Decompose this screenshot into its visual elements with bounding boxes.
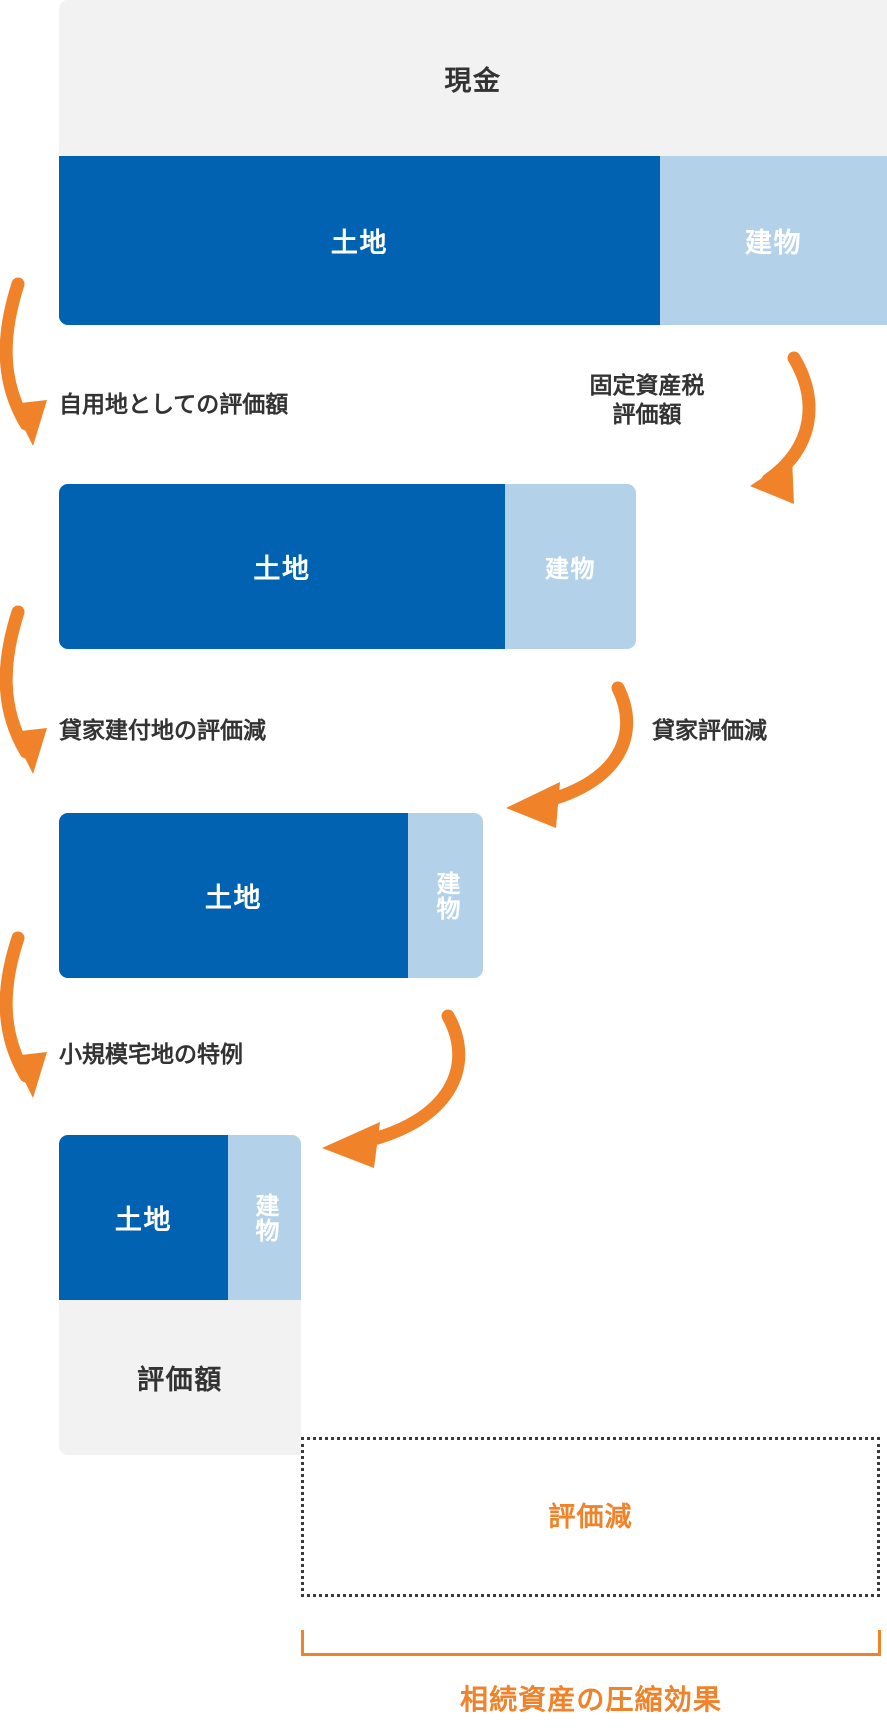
- row-small-lot-building-segment: 建物: [228, 1135, 301, 1300]
- row-self-use-building-segment: 建物: [505, 484, 636, 649]
- valuation-reduction-box: [301, 1437, 880, 1597]
- row-initial-building-label: 建物: [744, 228, 803, 258]
- row-small-lot-land-label: 土地: [114, 1205, 173, 1235]
- row-self-use-building-label: 建物: [545, 556, 596, 583]
- row-initial-building-segment: 建物: [660, 156, 887, 325]
- cash-segment: 現金: [59, 0, 887, 156]
- label-small-lot: 小規模宅地の特例: [59, 1041, 243, 1067]
- compression-effect-bracket: [301, 1630, 881, 1656]
- row-small-lot-land-segment: 土地: [59, 1135, 228, 1300]
- row-rental-building-label: 建物: [432, 870, 459, 921]
- label-fixed-asset-tax: 固定資産税 評価額: [589, 372, 705, 428]
- row-self-use-land-label: 土地: [253, 554, 311, 584]
- row-initial-land-segment: 土地: [59, 156, 660, 325]
- row-initial-land-label: 土地: [330, 228, 389, 258]
- row-self-use-land-segment: 土地: [59, 484, 505, 649]
- appraisal-amount-box: 評価額: [59, 1300, 301, 1455]
- valuation-reduction-label: 評価減: [548, 1502, 633, 1532]
- row-rental-land-segment: 土地: [59, 813, 408, 978]
- row-rental-land-label: 土地: [204, 883, 263, 913]
- label-self-use-land: 自用地としての評価額: [59, 391, 289, 417]
- cash-segment-label: 現金: [444, 65, 502, 96]
- row-small-lot-building-label: 建物: [251, 1192, 278, 1243]
- arrow-down-right-2: [506, 681, 634, 828]
- arrow-down-right-3: [322, 1009, 466, 1168]
- arrow-down-right-1: [750, 351, 816, 504]
- label-rental-reduce: 貸家評価減: [652, 717, 767, 743]
- compression-effect-caption: 相続資産の圧縮効果: [459, 1684, 723, 1715]
- label-rental-land-reduce: 貸家建付地の評価減: [59, 717, 266, 743]
- appraisal-amount-label: 評価額: [137, 1365, 223, 1395]
- row-rental-building-segment: 建物: [408, 813, 483, 978]
